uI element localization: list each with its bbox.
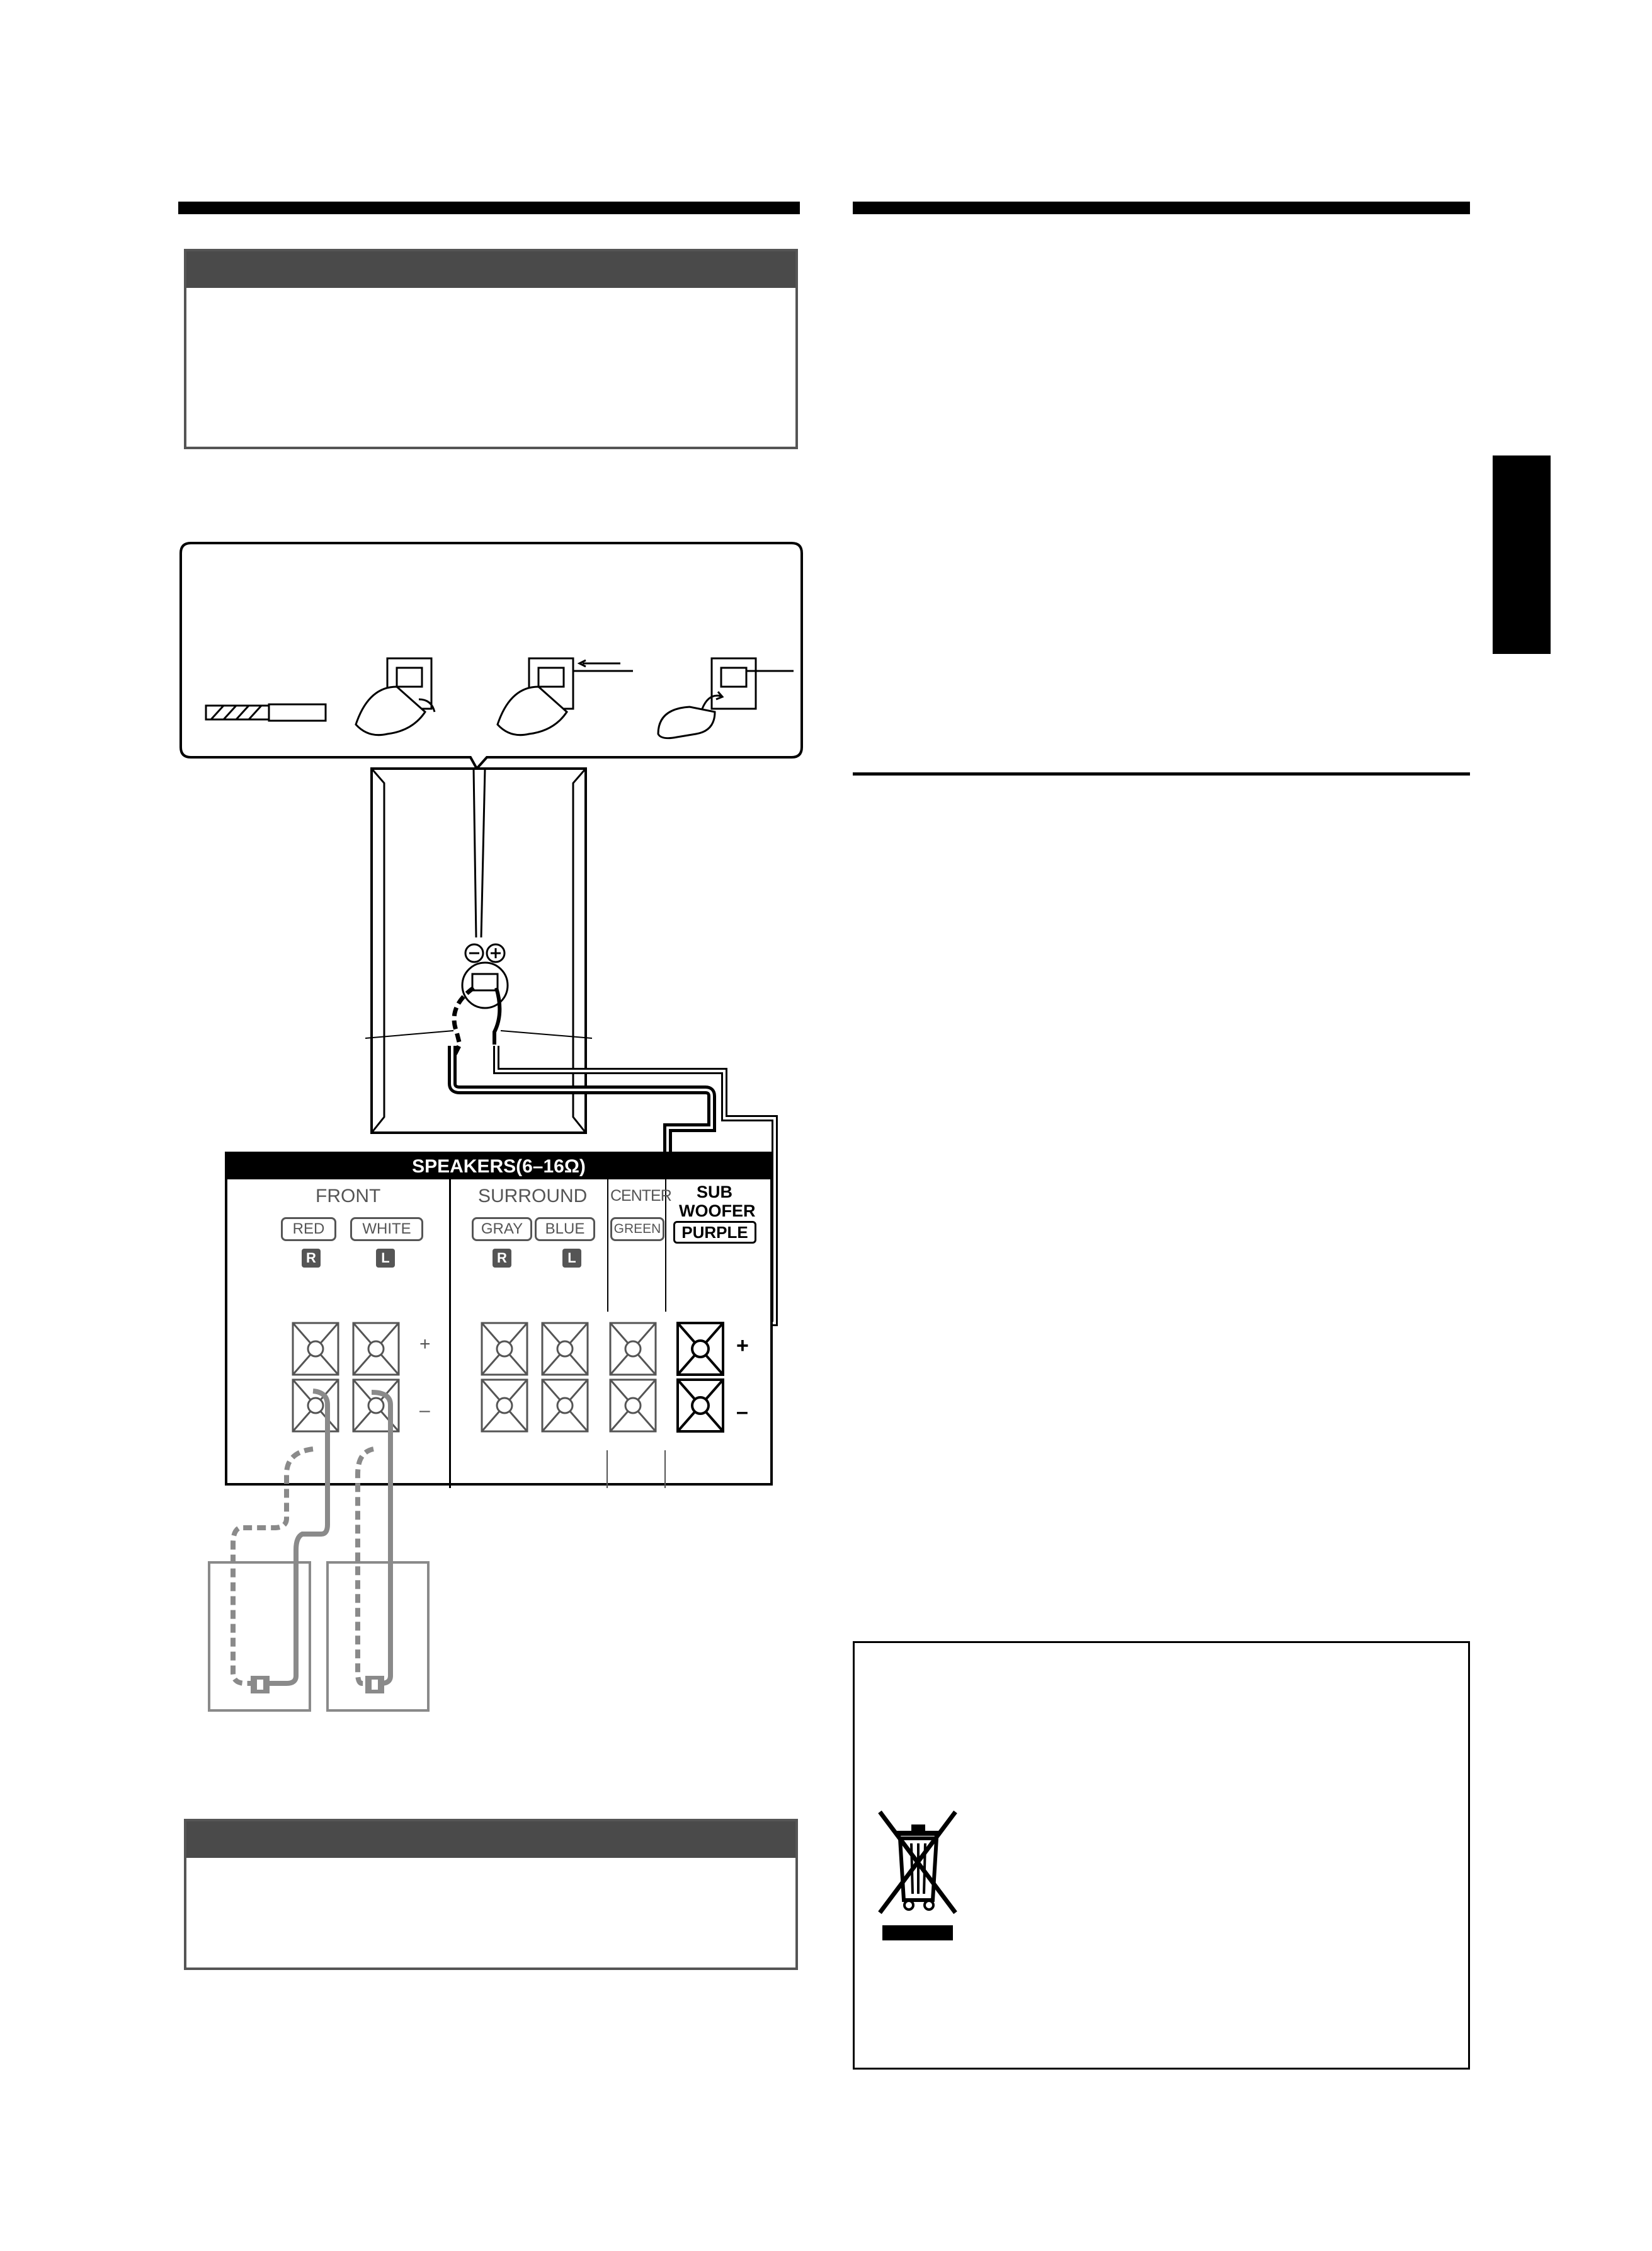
surround-r-channel-badge: R	[493, 1249, 511, 1268]
language-side-tab[interactable]	[1493, 455, 1551, 654]
panel-divider-front-surround	[449, 1179, 451, 1488]
panel-header: SPEAKERS(6–16Ω)	[227, 1154, 770, 1179]
subwoofer-plus-label: +	[736, 1334, 749, 1358]
weee-bin-icon	[878, 1810, 957, 1940]
wire-connection-callout	[179, 542, 803, 769]
note-box-bottom	[184, 1819, 798, 1970]
panel-divider-surround-center	[607, 1179, 608, 1312]
front-group-label: FRONT	[316, 1186, 381, 1206]
hand-release-terminal-icon	[657, 657, 794, 740]
front-right-speaker	[208, 1561, 311, 1712]
subwoofer-group-label-line1: SUB	[697, 1183, 733, 1201]
panel-divider-center-sub	[665, 1179, 666, 1312]
center-terminal	[609, 1322, 657, 1433]
surround-l-channel-badge: L	[562, 1249, 581, 1268]
front-left-speaker	[326, 1561, 430, 1712]
center-group-label: CENTER	[610, 1187, 672, 1205]
front-speakers-wiring	[208, 1389, 430, 1712]
front-r-terminal	[292, 1322, 339, 1433]
hand-press-terminal-icon	[355, 657, 436, 736]
surround-l-color-tag: BLUE	[535, 1217, 595, 1241]
weee-notice-box	[853, 1641, 1470, 2070]
right-column-section-rule	[853, 772, 1470, 776]
note-box-bottom-header	[186, 1821, 795, 1858]
front-plus-label: +	[419, 1334, 431, 1355]
front-r-color-tag: RED	[281, 1217, 336, 1241]
subwoofer-terminal	[676, 1322, 724, 1433]
hand-insert-wire-icon	[496, 657, 633, 736]
front-l-channel-badge: L	[376, 1249, 395, 1268]
right-column-top-rule	[853, 202, 1470, 214]
surround-l-terminal	[541, 1322, 589, 1433]
subwoofer-speaker-cabinet	[365, 767, 592, 1134]
surround-r-color-tag: GRAY	[472, 1217, 532, 1241]
panel-header-label: SPEAKERS(6–16Ω)	[412, 1156, 586, 1177]
note-box-top-header	[186, 251, 795, 288]
front-l-color-tag: WHITE	[350, 1217, 423, 1241]
surround-group-label: SURROUND	[478, 1186, 588, 1206]
subwoofer-color-tag: PURPLE	[673, 1221, 756, 1244]
center-color-tag: GREEN	[610, 1217, 664, 1241]
surround-r-terminal	[481, 1322, 528, 1433]
front-minus-label: –	[419, 1400, 430, 1421]
note-box-top	[184, 249, 798, 449]
wire-strip-icon	[205, 703, 327, 722]
front-r-channel-badge: R	[302, 1249, 321, 1268]
subwoofer-group-label-line2: WOOFER	[679, 1201, 756, 1220]
speaker-terminal-panel: SPEAKERS(6–16Ω) FRONT RED WHITE R L SURR…	[225, 1152, 773, 1488]
speaker-terminals	[292, 1322, 724, 1488]
left-column-top-rule	[178, 202, 800, 214]
subwoofer-minus-label: –	[736, 1400, 748, 1424]
